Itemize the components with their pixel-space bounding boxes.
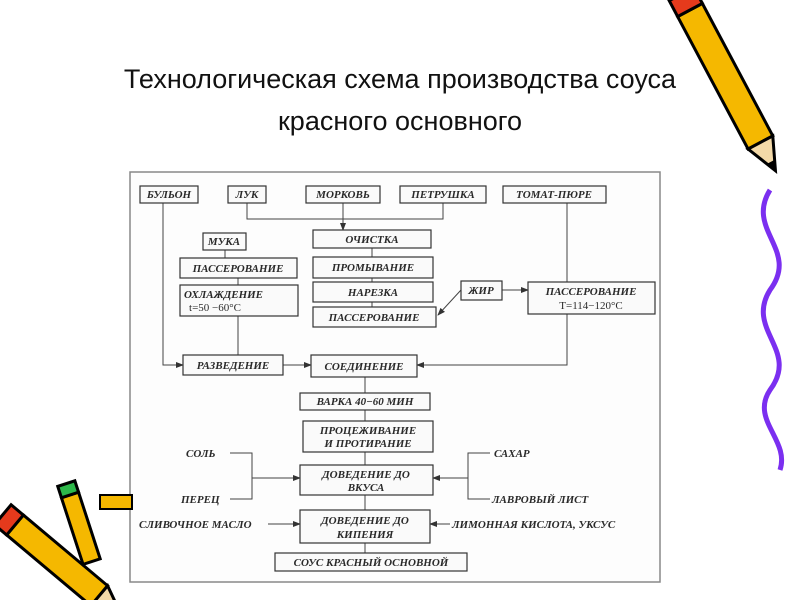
node-result: СОУС КРАСНЫЙ ОСНОВНОЙ (274, 552, 468, 572)
input-lavroviy-list: ЛАВРОВЫЙ ЛИСТ (491, 494, 589, 506)
svg-text:ЛУК: ЛУК (235, 189, 259, 201)
title-line-2: красного основного (277, 106, 523, 136)
svg-text:t=50 −60°C: t=50 −60°C (189, 302, 241, 314)
svg-text:СОУС КРАСНЫЙ ОСНОВНОЙ: СОУС КРАСНЫЙ ОСНОВНОЙ (294, 557, 449, 569)
input-slivochnoe-maslo: СЛИВОЧНОЕ МАСЛО (139, 519, 252, 531)
svg-text:T=114−120°C: T=114−120°C (559, 300, 622, 312)
svg-text:БУЛЬОН: БУЛЬОН (146, 189, 192, 201)
svg-text:РАЗВЕДЕНИЕ: РАЗВЕДЕНИЕ (197, 360, 270, 372)
input-sol: СОЛЬ (186, 448, 216, 460)
node-zhir: ЖИР (460, 280, 503, 301)
svg-text:ДОВЕДЕНИЕ ДО: ДОВЕДЕНИЕ ДО (321, 469, 410, 481)
pencil-green-icon (55, 478, 103, 567)
node-passer-right: ПАССЕРОВАНИЕ T=114−120°C (527, 281, 656, 315)
connectors (162, 203, 568, 553)
svg-text:КИПЕНИЯ: КИПЕНИЯ (336, 529, 394, 541)
svg-text:ОЧИСТКА: ОЧИСТКА (345, 234, 398, 246)
svg-text:ПРОЦЕЖИВАНИЕ: ПРОЦЕЖИВАНИЕ (319, 425, 416, 437)
node-bulon: БУЛЬОН (139, 185, 199, 204)
slide-title: Технологическая схема производства соуса… (0, 58, 800, 142)
node-petrushka: ПЕТРУШКА (399, 185, 487, 204)
svg-text:ОХЛАЖДЕНИЕ: ОХЛАЖДЕНИЕ (184, 289, 263, 301)
pencil-top-right-icon (667, 0, 778, 175)
node-razvedenie: РАЗВЕДЕНИЕ (182, 354, 284, 376)
svg-text:МУКА: МУКА (207, 236, 240, 248)
node-narezka: НАРЕЗКА (312, 281, 434, 303)
svg-text:МОРКОВЬ: МОРКОВЬ (315, 189, 370, 201)
svg-text:НАРЕЗКА: НАРЕЗКА (347, 287, 398, 299)
node-varka: ВАРКА 40−60 МИН (299, 392, 431, 411)
svg-text:ВКУСА: ВКУСА (347, 482, 385, 494)
node-morkov: МОРКОВЬ (305, 185, 381, 204)
node-passer-mid: ПАССЕРОВАНИЕ (312, 306, 437, 328)
pencil-fragment-icon (99, 494, 133, 510)
input-sahar: САХАР (494, 448, 530, 460)
node-luk: ЛУК (227, 185, 267, 204)
svg-text:ТОМАТ-ПЮРЕ: ТОМАТ-ПЮРЕ (516, 189, 592, 201)
svg-text:ВАРКА 40−60 МИН: ВАРКА 40−60 МИН (316, 396, 414, 408)
svg-text:ПАССЕРОВАНИЕ: ПАССЕРОВАНИЕ (545, 286, 637, 298)
svg-text:ЖИР: ЖИР (467, 285, 494, 297)
input-perec: ПЕРЕЦ (180, 494, 220, 506)
pencil-bottom-left-icon (0, 502, 124, 600)
svg-text:ДОВЕДЕНИЕ ДО: ДОВЕДЕНИЕ ДО (320, 515, 409, 527)
title-line-1: Технологическая схема производства соуса (123, 64, 677, 94)
input-limonnaya-kislota: ЛИМОННАЯ КИСЛОТА, УКСУС (451, 519, 616, 531)
node-passer-left: ПАССЕРОВАНИЕ (179, 257, 298, 279)
node-dovedenie-kipeniya: ДОВЕДЕНИЕ ДО КИПЕНИЯ (299, 509, 431, 544)
node-ochistka: ОЧИСТКА (312, 229, 432, 249)
svg-text:ПАССЕРОВАНИЕ: ПАССЕРОВАНИЕ (328, 312, 420, 324)
node-promyvanie: ПРОМЫВАНИЕ (312, 256, 434, 279)
svg-text:И ПРОТИРАНИЕ: И ПРОТИРАНИЕ (323, 438, 411, 450)
svg-text:СОЕДИНЕНИЕ: СОЕДИНЕНИЕ (324, 361, 403, 373)
svg-text:ПАССЕРОВАНИЕ: ПАССЕРОВАНИЕ (192, 263, 284, 275)
node-muka: МУКА (202, 232, 247, 251)
svg-text:ПРОМЫВАНИЕ: ПРОМЫВАНИЕ (331, 262, 414, 274)
node-soedinenie: СОЕДИНЕНИЕ (310, 354, 418, 378)
node-tomat: ТОМАТ-ПЮРЕ (502, 185, 607, 204)
squiggle-line (760, 188, 785, 471)
svg-text:ПЕТРУШКА: ПЕТРУШКА (410, 189, 474, 201)
